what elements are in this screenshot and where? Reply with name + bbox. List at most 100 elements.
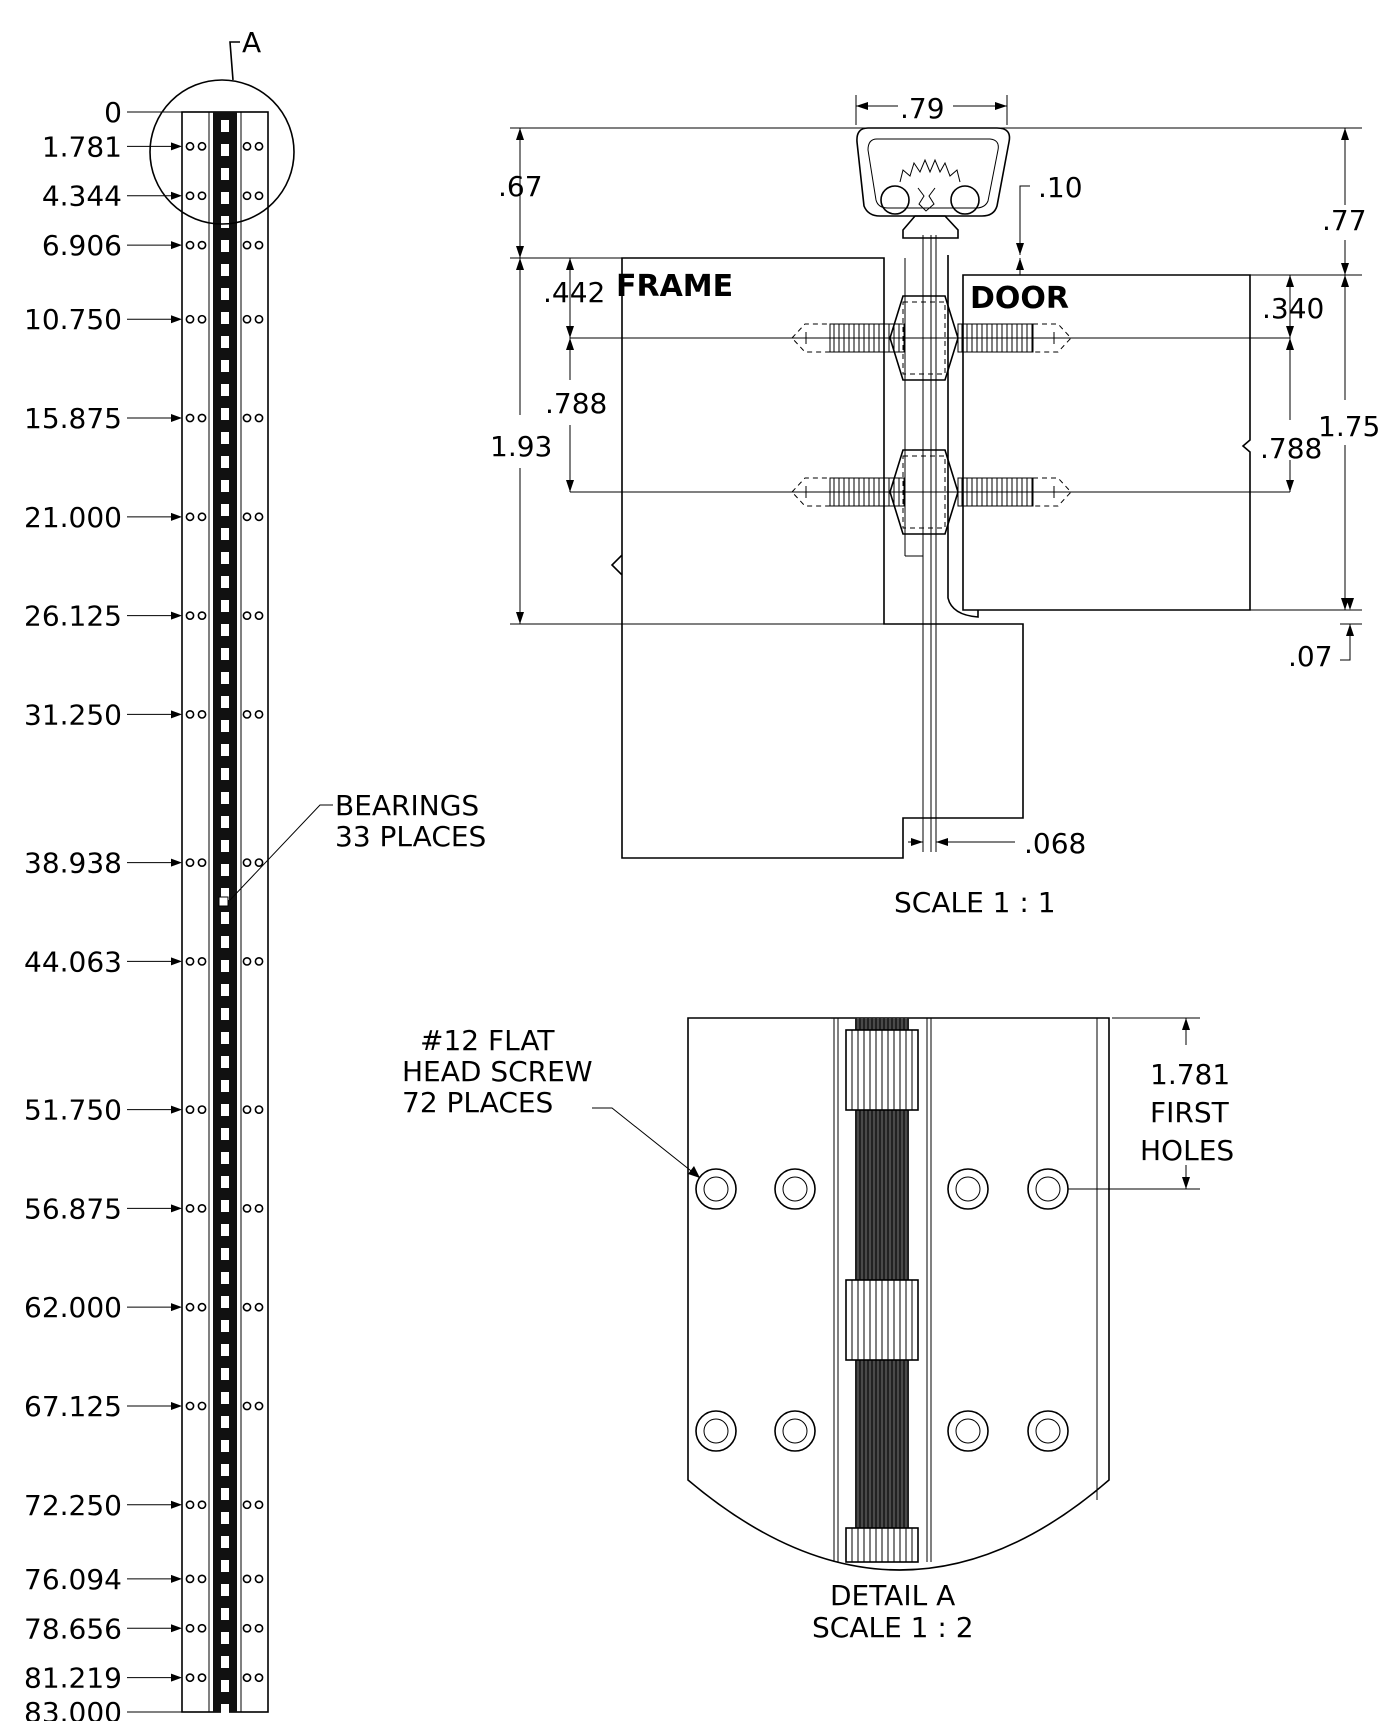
first-holes-line-3: HOLES — [1140, 1134, 1234, 1167]
position-dimension: 4.344 — [42, 180, 182, 213]
position-label: 81.219 — [24, 1662, 122, 1695]
position-dimension: 62.000 — [24, 1291, 182, 1324]
position-dimension: 72.250 — [24, 1489, 182, 1522]
detail-callout-leader — [229, 41, 240, 81]
dim-bottom-offset: .07 — [1288, 640, 1333, 673]
dim-cap-width: .79 — [900, 92, 945, 125]
screw-hole-row — [185, 1623, 264, 1633]
position-label: 21.000 — [24, 501, 122, 534]
position-label: 15.875 — [24, 402, 122, 435]
detail-scale: SCALE 1 : 2 — [812, 1611, 974, 1644]
detail-knuckle-column — [845, 1018, 919, 1563]
screw-hole-row — [185, 191, 264, 201]
screw-hole-row — [185, 1500, 264, 1510]
position-label: 6.906 — [42, 229, 122, 262]
position-dimension: 6.906 — [42, 229, 182, 262]
fastener-set — [570, 295, 1290, 535]
bearing-note-line-1: BEARINGS — [335, 789, 479, 822]
detail-outline — [687, 1017, 1110, 1571]
dim-top-right: .77 — [1322, 204, 1367, 237]
fastener — [570, 449, 1290, 535]
position-label: 83.000 — [24, 1696, 122, 1721]
first-holes-line-1: 1.781 — [1150, 1058, 1230, 1091]
position-label: 72.250 — [24, 1489, 122, 1522]
screw-hole-row — [185, 611, 264, 621]
dim-frame-first-hole: .442 — [543, 276, 605, 309]
position-label: 38.938 — [24, 847, 122, 880]
dim-door-first-hole: .340 — [1262, 292, 1324, 325]
screw-hole-row — [185, 413, 264, 423]
position-label: 4.344 — [42, 180, 122, 213]
position-dimension: 56.875 — [24, 1192, 182, 1225]
detail-screw-holes — [695, 1168, 1069, 1452]
screw-hole-row — [185, 314, 264, 324]
screw-note-line-3: 72 PLACES — [402, 1086, 553, 1119]
position-label: 78.656 — [24, 1612, 122, 1645]
position-dimension: 67.125 — [24, 1390, 182, 1423]
position-dimension: 10.750 — [24, 303, 182, 336]
dim-frame-spacing: .788 — [545, 387, 607, 420]
screw-hole-row — [185, 141, 264, 151]
position-dimension: 76.094 — [24, 1563, 182, 1596]
position-label: 56.875 — [24, 1192, 122, 1225]
dim-door-spacing: .788 — [1260, 432, 1322, 465]
dim-clearance: .068 — [1024, 827, 1086, 860]
position-dimension: 44.063 — [24, 945, 182, 978]
position-dimensions: 01.781 4.344 6.906 10.750 15.875 21.000 26.125… — [24, 96, 182, 1721]
position-label: 44.063 — [24, 945, 122, 978]
position-dimension: 81.219 — [24, 1662, 182, 1695]
section-scale: SCALE 1 : 1 — [894, 886, 1056, 919]
position-dimension: 15.875 — [24, 402, 182, 435]
dim-top-offset: .67 — [498, 170, 543, 203]
position-dimension: 78.656 — [24, 1612, 182, 1645]
detail-title: DETAIL A — [830, 1579, 955, 1612]
position-label: 67.125 — [24, 1390, 122, 1423]
screw-note-leader — [592, 1107, 701, 1179]
position-label: 51.750 — [24, 1094, 122, 1127]
bearing-note-line-2: 33 PLACES — [335, 820, 486, 853]
section-dimensions: .79 .67 1.93 .442 .788 — [490, 92, 1380, 860]
door-label: DOOR — [970, 281, 1069, 316]
position-dimension: 51.750 — [24, 1094, 182, 1127]
fastener — [570, 295, 1290, 381]
bearing-note-leader — [229, 804, 333, 901]
door-leaf-outline — [962, 274, 1251, 611]
screw-hole-row — [185, 1401, 264, 1411]
position-label: 0 — [104, 96, 122, 129]
position-label: 10.750 — [24, 303, 122, 336]
frame-leaf-outline — [610, 257, 1024, 859]
dim-door-height: 1.75 — [1318, 410, 1380, 443]
position-label: 62.000 — [24, 1291, 122, 1324]
detail-callout-circle — [149, 79, 295, 225]
bearing-marker — [218, 896, 229, 907]
section-view: .79 .67 1.93 .442 .788 — [490, 92, 1380, 919]
screw-hole-row — [185, 240, 264, 250]
position-label: 76.094 — [24, 1563, 122, 1596]
first-holes-line-2: FIRST — [1150, 1096, 1230, 1129]
screw-hole-pattern — [185, 141, 264, 1683]
screw-note-line-1: #12 FLAT — [420, 1024, 555, 1057]
position-label: 31.250 — [24, 698, 122, 731]
screw-hole-row — [185, 1105, 264, 1114]
position-dimension: 31.250 — [24, 698, 182, 731]
hinge-knuckle-column — [208, 112, 242, 1716]
screw-hole-row — [185, 858, 264, 868]
frame-label: FRAME — [616, 269, 733, 304]
position-dimension: 1.781 — [42, 130, 182, 163]
screw-hole-row — [185, 957, 264, 966]
position-dimension: 0 — [104, 96, 182, 129]
dim-gap: .10 — [1038, 171, 1083, 204]
detail-a-view: #12 FLAT HEAD SCREW 72 PLACES 1.781 FIRS… — [402, 1017, 1234, 1644]
screw-hole-row — [185, 1203, 264, 1213]
door-inner-strip — [947, 255, 979, 618]
dim-frame-height: 1.93 — [490, 430, 552, 463]
position-dimension: 26.125 — [24, 600, 182, 633]
screw-hole-row — [185, 512, 264, 522]
detail-callout-label: A — [242, 26, 261, 59]
screw-hole-row — [185, 1574, 264, 1584]
screw-hole-row — [185, 1302, 264, 1312]
position-dimension: 38.938 — [24, 847, 182, 880]
screw-hole-row — [185, 1673, 264, 1683]
position-label: 26.125 — [24, 600, 122, 633]
